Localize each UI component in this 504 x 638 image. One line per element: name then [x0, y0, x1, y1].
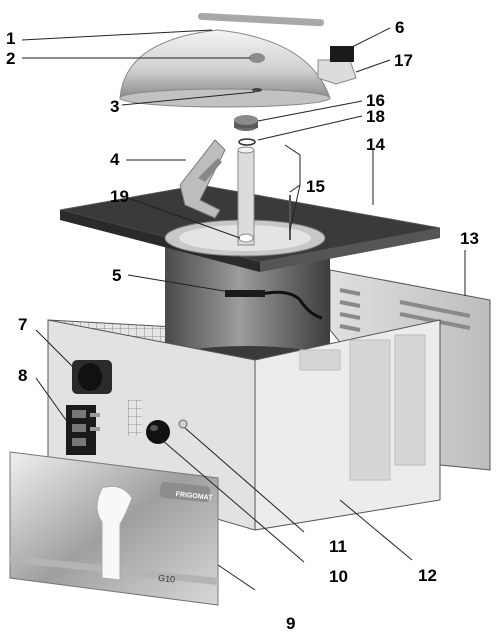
callout-17: 17: [394, 51, 413, 70]
rotary-switch: [72, 360, 112, 394]
switch-block: [66, 405, 100, 455]
callout-11: 11: [329, 537, 347, 556]
callout-2: 2: [6, 49, 15, 68]
callout-3: 3: [110, 97, 119, 116]
callout-14: 14: [366, 135, 385, 154]
dome-nut: [234, 115, 258, 131]
callout-12: 12: [418, 566, 437, 585]
bracket: [179, 139, 226, 219]
callout-7: 7: [18, 315, 27, 334]
leader-lines: [21, 27, 466, 591]
callout-6: 6: [395, 18, 404, 37]
model-label: G10: [158, 573, 176, 585]
lid: [119, 12, 357, 108]
brand-logo: FRIGOMAT: [175, 491, 213, 502]
o-ring: [238, 138, 256, 146]
callout-9: 9: [286, 614, 295, 633]
spindle: [237, 146, 255, 246]
callout-4: 4: [110, 150, 120, 169]
callout-19: 19: [110, 187, 129, 206]
callout-15: 15: [306, 177, 325, 196]
callout-8: 8: [18, 366, 27, 385]
callout-16: 16: [366, 91, 385, 110]
screw: [178, 419, 188, 429]
callout-labels: 1 2 3 4 5 6 7 8 9 10 11 12 13 14 15 16 1…: [6, 18, 479, 633]
callout-5: 5: [112, 266, 121, 285]
callout-1: 1: [6, 29, 15, 48]
callout-13: 13: [460, 229, 479, 248]
control-knob: [146, 420, 170, 444]
callout-10: 10: [329, 567, 348, 586]
front-panel: FRIGOMAT G10: [9, 451, 219, 606]
callout-18: 18: [366, 107, 385, 126]
